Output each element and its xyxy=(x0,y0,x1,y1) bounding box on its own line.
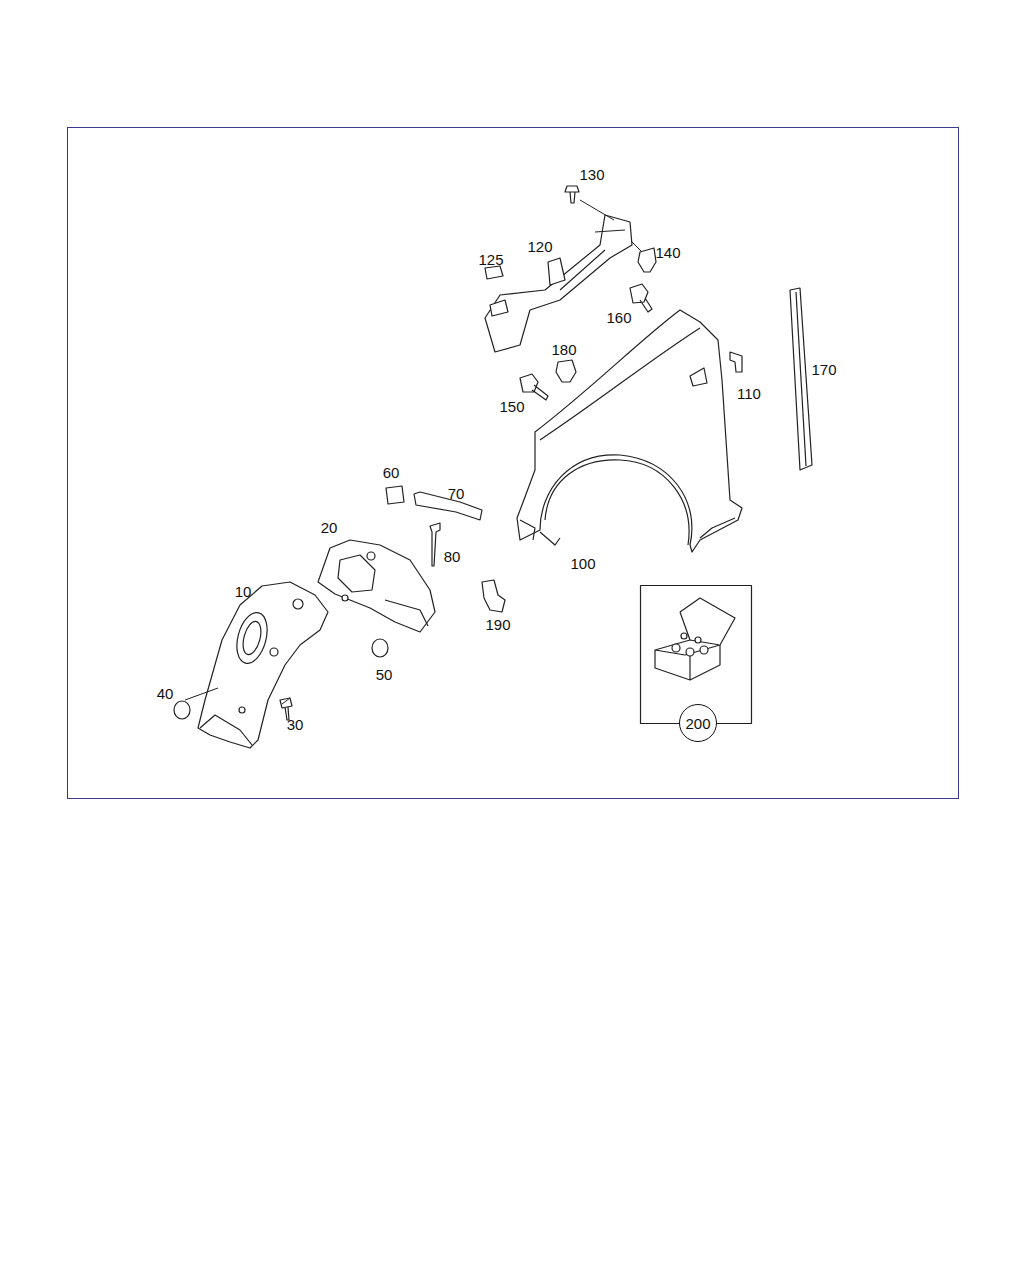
callout-circle: 200 xyxy=(679,704,717,742)
callout-number: 80 xyxy=(443,548,462,565)
leader-lines xyxy=(185,200,642,704)
callout-number: 100 xyxy=(569,555,596,572)
callout-number: 130 xyxy=(578,166,605,183)
callout-number: 30 xyxy=(286,716,305,733)
callout-number: 200 xyxy=(685,716,710,731)
frame xyxy=(68,128,959,799)
callout-number: 125 xyxy=(477,251,504,268)
callout-number: 110 xyxy=(736,385,762,402)
callout-number: 140 xyxy=(654,244,681,261)
callout-number: 20 xyxy=(320,519,339,536)
callout-number: 160 xyxy=(605,309,632,326)
callout-number: 170 xyxy=(810,361,837,378)
callout-number: 10 xyxy=(234,583,253,600)
callout-number: 190 xyxy=(484,616,511,633)
callout-number: 40 xyxy=(156,685,175,702)
parts xyxy=(174,186,812,748)
callout-number: 70 xyxy=(447,485,466,502)
callout-number: 50 xyxy=(375,666,394,683)
callout-number: 120 xyxy=(526,238,553,255)
callout-number: 150 xyxy=(498,398,525,415)
callout-number: 60 xyxy=(382,464,401,481)
callout-number: 180 xyxy=(550,341,577,358)
